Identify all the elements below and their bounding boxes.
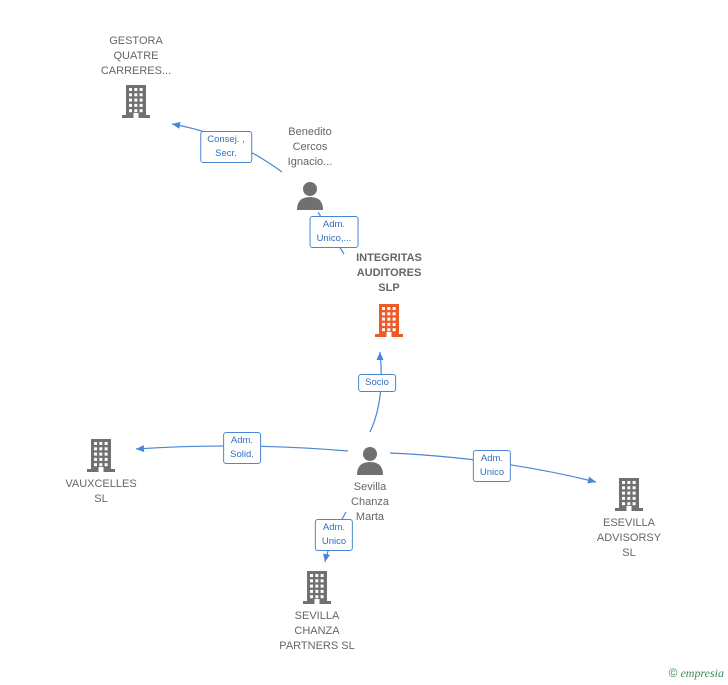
edge-label-sevilla-esevilla[interactable]: Adm. Unico <box>472 450 512 482</box>
node-label-line: SL <box>622 547 636 559</box>
edge-label-sevilla-integritas[interactable]: Socio <box>358 374 396 392</box>
edge-label-line: Consej. , <box>207 134 245 145</box>
edge-label-line: Unico <box>479 467 505 478</box>
edge-label-line: Solid. <box>230 449 254 460</box>
node-label-gestora[interactable]: GESTORA QUATRE CARRERES... <box>101 34 171 79</box>
node-label-line: SEVILLA <box>294 610 340 622</box>
node-label-line: VAUXCELLES <box>65 478 137 490</box>
edge-label-line: Socio <box>365 377 389 388</box>
arrowhead-icon <box>376 352 384 360</box>
node-label-line: SL <box>94 493 108 505</box>
node-label-line: ESEVILLA <box>603 517 655 529</box>
edge-label-line: Adm. <box>480 453 504 464</box>
copyright-symbol: © <box>668 666 678 680</box>
person-icon[interactable] <box>355 445 385 480</box>
node-label-esevilla[interactable]: ESEVILLA ADVISORSY SL <box>597 516 661 561</box>
edge-label-benedito-integritas[interactable]: Adm. Unico,... <box>309 216 359 248</box>
node-label-line: ADVISORSY <box>596 532 662 544</box>
brand-name: empresia <box>680 666 724 680</box>
node-label-line: AUDITORES <box>356 267 422 279</box>
arrowhead-icon <box>136 445 145 453</box>
node-label-line: SLP <box>378 282 400 294</box>
node-label-line: Ignacio... <box>287 156 333 168</box>
person-icon[interactable] <box>295 180 325 215</box>
node-label-line: Cercos <box>292 141 328 153</box>
building-icon[interactable] <box>301 570 333 609</box>
edge-label-line: Adm. <box>322 219 346 230</box>
node-label-line: Sevilla <box>353 481 387 493</box>
node-label-line: GESTORA <box>109 35 163 47</box>
edge-label-sevilla-scp[interactable]: Adm. Unico <box>314 519 354 551</box>
node-label-scp[interactable]: SEVILLA CHANZA PARTNERS SL <box>279 609 354 654</box>
node-label-line: Marta <box>355 511 385 523</box>
node-label-line: QUATRE <box>113 50 159 62</box>
node-label-line: Chanza <box>351 496 389 508</box>
node-label-line: Benedito <box>288 126 332 138</box>
edge-label-line: Unico,... <box>316 233 352 244</box>
edge-label-line: Secr. <box>215 148 237 159</box>
brand-watermark: ©empresia <box>669 666 724 681</box>
arrowhead-icon <box>587 476 596 484</box>
node-label-line: CARRERES... <box>100 65 172 77</box>
arrowhead-icon <box>323 553 331 562</box>
edge-label-sevilla-vauxcelles[interactable]: Adm. Solid. <box>223 432 261 464</box>
building-icon[interactable] <box>85 438 117 477</box>
node-label-integritas[interactable]: INTEGRITAS AUDITORES SLP <box>356 251 422 296</box>
edge-label-line: Adm. <box>230 435 254 446</box>
node-label-vauxcelles[interactable]: VAUXCELLES SL <box>65 477 136 507</box>
edge-label-line: Unico <box>321 536 347 547</box>
node-label-line: PARTNERS SL <box>279 640 355 652</box>
building-icon[interactable] <box>373 303 405 342</box>
edge-line-sevilla-integritas <box>369 351 382 433</box>
building-icon[interactable] <box>613 477 645 516</box>
arrowhead-icon <box>172 121 181 129</box>
edge-label-benedito-gestora[interactable]: Consej. , Secr. <box>200 131 252 163</box>
node-label-line: CHANZA <box>294 625 340 637</box>
building-icon[interactable] <box>120 84 152 123</box>
node-label-line: INTEGRITAS <box>356 252 422 264</box>
edge-label-line: Adm. <box>322 522 346 533</box>
